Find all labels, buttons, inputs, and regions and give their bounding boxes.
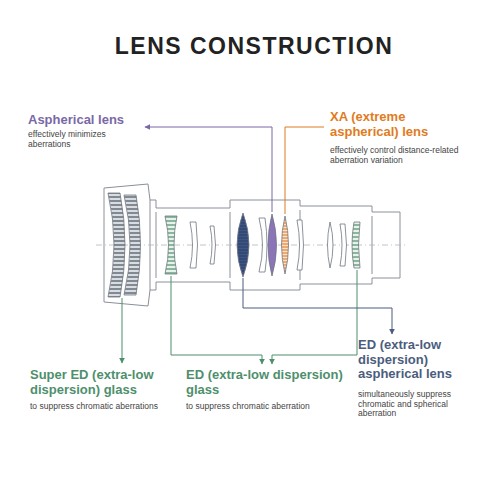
ed-aspherical-element — [237, 213, 249, 277]
ed-element — [165, 216, 177, 274]
lens-elements — [108, 193, 360, 297]
callout-note: effectively control distance-related abe… — [330, 146, 490, 165]
lens-element — [340, 224, 347, 266]
callout-heading: ED (extra-low dispersion) aspherical len… — [358, 338, 483, 382]
callout-heading: XA (extreme aspherical) lens — [330, 110, 455, 139]
super-ed-element — [124, 195, 141, 295]
callout-note: simultaneously suppress chromatic and sp… — [358, 390, 458, 419]
optical-axis — [96, 245, 408, 246]
callout-note: effectively minimizes aberrations — [28, 130, 140, 149]
ed-element — [352, 222, 360, 268]
leader-line — [285, 127, 324, 214]
aspherical-element — [268, 214, 277, 276]
lens-element — [297, 220, 304, 270]
lens-element — [259, 218, 267, 272]
leader-line — [145, 127, 272, 212]
xa-element — [282, 216, 289, 274]
callout-heading: Aspherical lens — [28, 113, 148, 128]
lens-element — [190, 222, 198, 268]
callout-heading: Super ED (extra-low dispersion) glass — [30, 368, 180, 397]
super-ed-element — [108, 193, 125, 297]
lens-element — [210, 226, 216, 264]
diagram-title: LENS CONSTRUCTION — [4, 34, 500, 60]
leader-line — [243, 278, 392, 334]
lens-element — [328, 222, 334, 268]
leader-line — [122, 298, 123, 363]
callout-note: to suppress chromatic aberration — [186, 402, 346, 412]
leader-line — [171, 276, 262, 364]
leader-line — [272, 270, 357, 364]
callout-heading: ED (extra-low dispersion) glass — [186, 368, 358, 397]
callout-note: to suppress chromatic aberrations — [30, 402, 180, 412]
